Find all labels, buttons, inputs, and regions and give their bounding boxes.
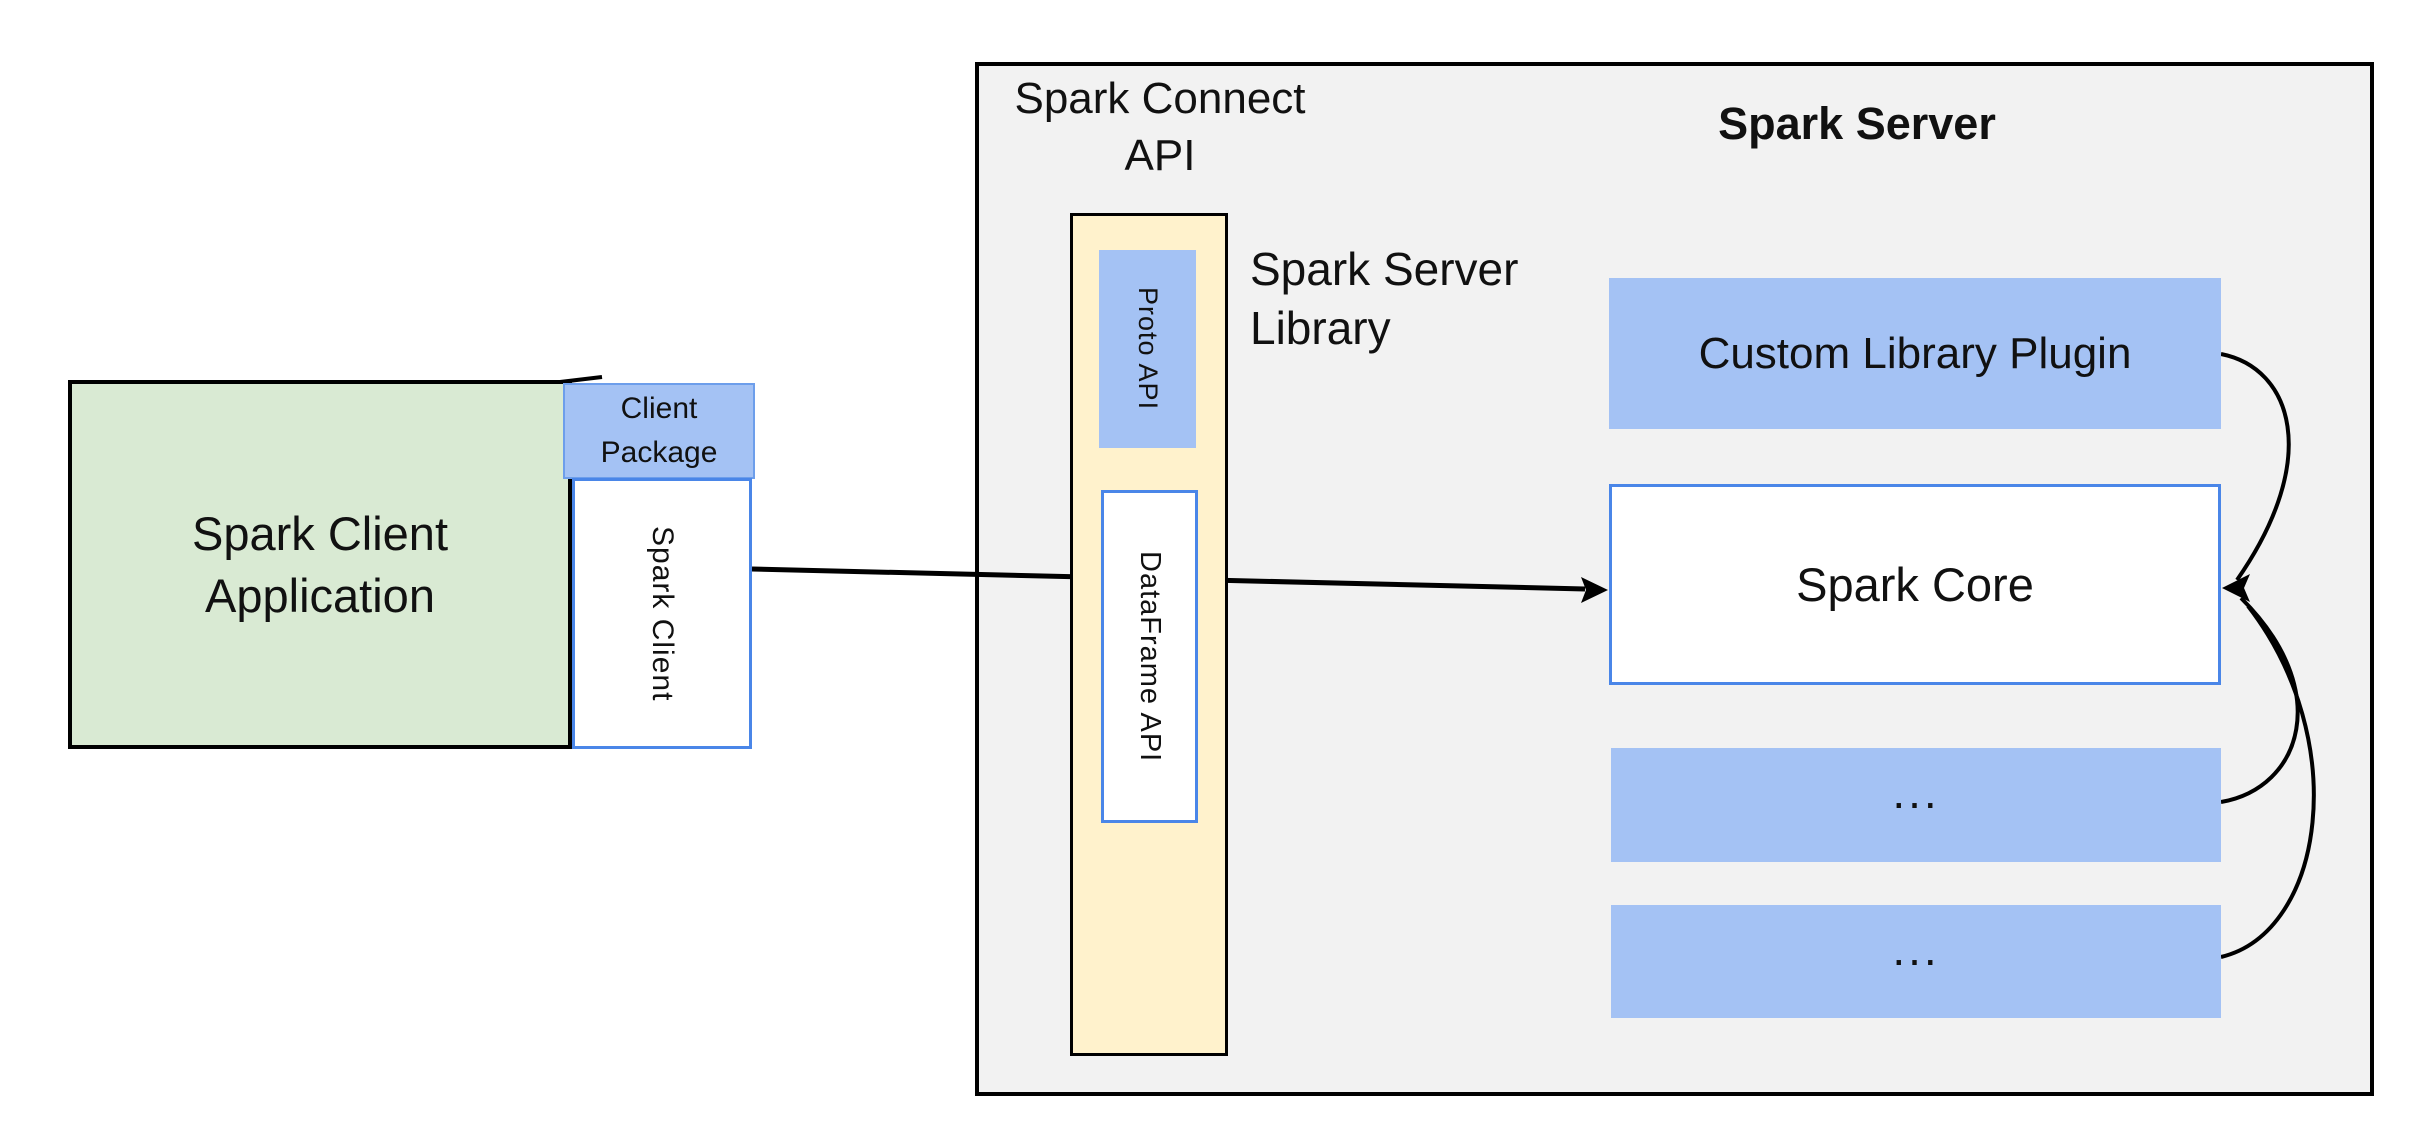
client-package-box: Client Package [563,383,755,479]
spark-client-label: Spark Client [646,525,679,702]
custom-library-plugin-label: Custom Library Plugin [1698,328,2132,378]
more-plugins-box-1: ... [1611,748,2221,862]
right-side-arrowhead [2222,574,2250,602]
client-package-label: Client Package [600,392,718,469]
more-plugins-label-1: ... [1892,766,1940,818]
spark-connect-api-title: Spark Connect API [1014,74,1306,180]
dataframe-api-label: DataFrame API [1134,550,1166,763]
more-plugins-label-2: ... [1892,922,1940,975]
spark-core-box: Spark Core [1609,484,2221,685]
more1-to-core-arrow [2220,596,2300,804]
plugin-to-core-arrow [2220,352,2291,582]
more2-to-core-arrow [2220,604,2316,959]
spark-client-application-label: Spark Client Application [192,506,448,622]
proto-api-label: Proto API [1133,287,1163,411]
proto-api-box: Proto API [1099,250,1196,448]
spark-server-library-label: Spark Server Library [1250,243,1519,354]
dataframe-api-box: DataFrame API [1101,490,1198,823]
spark-client-box: Spark Client [572,478,752,749]
client-to-core-arrowhead [1581,577,1608,603]
spark-client-application-box: Spark Client Application [68,380,572,749]
more-plugins-box-2: ... [1611,905,2221,1018]
spark-server-title: Spark Server [1718,98,1996,149]
custom-library-plugin-box: Custom Library Plugin [1609,278,2221,429]
spark-core-label: Spark Core [1796,558,2034,611]
